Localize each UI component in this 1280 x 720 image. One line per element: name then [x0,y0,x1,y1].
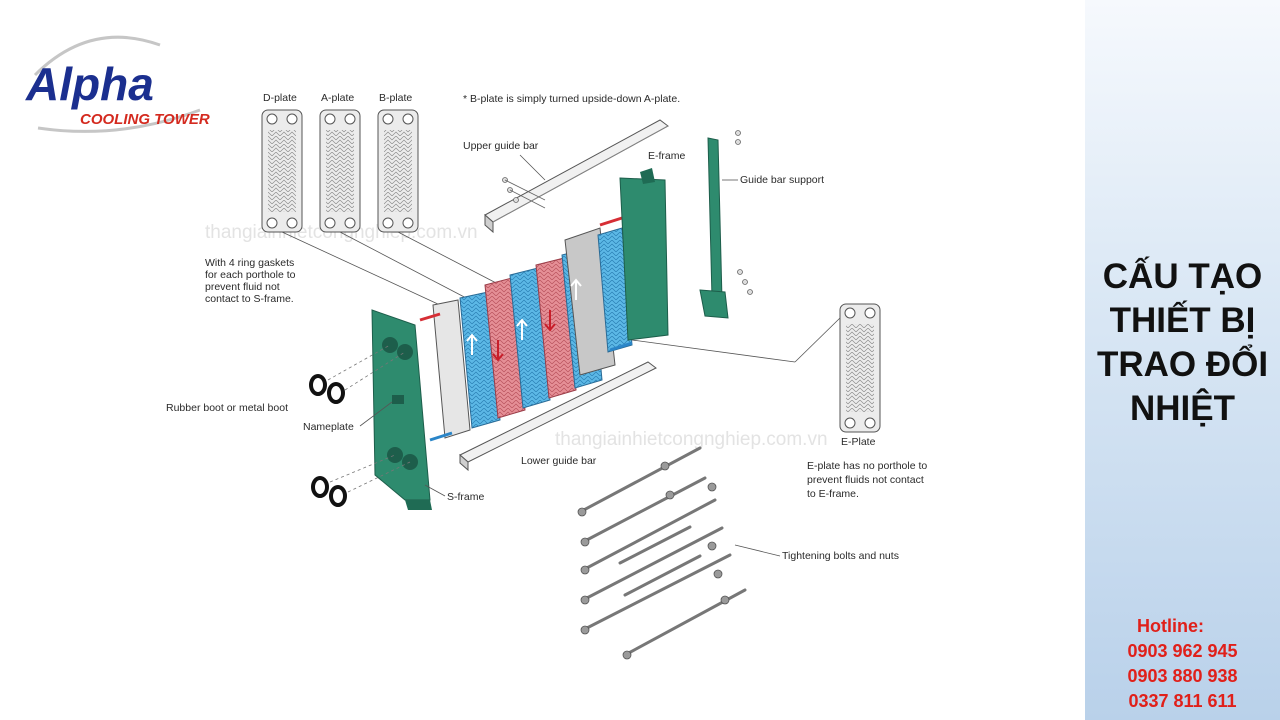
plate-pack [419,216,633,442]
e-plate-note-line2: prevent fluids not contact [807,474,924,486]
title-line-3: TRAO ĐỔI [1096,345,1269,384]
slide-title: CẤU TẠO THIẾT BỊ TRAO ĐỔI NHIỆT [1085,255,1280,431]
side-panel: CẤU TẠO THIẾT BỊ TRAO ĐỔI NHIỆT Hotline:… [1085,0,1280,720]
logo-main-text: Alpha [25,58,154,110]
label-tightening-bolts: Tightening bolts and nuts [782,550,899,562]
heat-exchanger-diagram: Alpha COOLING TOWER thangiainhietcongngh… [25,35,927,660]
label-b-plate: B-plate [379,92,412,104]
title-line-2: THIẾT BỊ [1109,301,1256,340]
label-lower-guide-bar: Lower guide bar [521,455,597,467]
hotline-block: Hotline: 0903 962 945 0903 880 938 0337 … [1085,614,1280,714]
label-e-plate: E-Plate [841,436,876,448]
watermark-bottom: thangiainhietcongnghiep.com.vn [555,429,828,450]
plate-b [377,109,419,233]
label-d-plate: D-plate [263,92,297,104]
title-line-4: NHIỆT [1130,389,1235,428]
lower-guide-bar [459,361,657,472]
label-a-plate: A-plate [321,92,354,104]
plate-d [261,109,303,233]
hotline-number-2[interactable]: 0903 880 938 [1127,666,1238,686]
e-frame [619,168,669,341]
hotline-number-1[interactable]: 0903 962 945 [1127,641,1238,661]
label-e-frame: E-frame [648,150,686,162]
label-s-frame: S-frame [447,491,485,503]
e-plate-note-line3: to E-frame. [807,488,859,500]
tightening-bolts [578,446,747,657]
label-upper-guide-bar: Upper guide bar [463,140,539,152]
gasket-note-line2: for each porthole to [205,269,296,281]
gasket-note-line1: With 4 ring gaskets [205,257,294,269]
label-nameplate: Nameplate [303,421,354,433]
label-b-plate-note: * B-plate is simply turned upside-down A… [463,93,680,105]
hotline-label: Hotline: [1137,616,1204,636]
e-plate [839,303,881,433]
e-plate-note-line1: E-plate has no porthole to [807,460,927,472]
gasket-note-line3: prevent fluid not [205,281,280,293]
upper-bolt-set [502,177,546,209]
s-frame [371,309,432,510]
label-guide-bar-support: Guide bar support [740,174,824,186]
plate-a [319,109,361,233]
hotline-number-3[interactable]: 0337 811 611 [1128,691,1237,711]
company-logo: Alpha COOLING TOWER [25,35,210,133]
gasket-note-line4: contact to S-frame. [205,293,294,305]
guide-bar-support [699,137,729,319]
label-rubber-boot: Rubber boot or metal boot [166,402,288,414]
rubber-boots [309,374,347,507]
logo-sub-text: COOLING TOWER [80,111,210,128]
title-line-1: CẤU TẠO [1102,257,1263,296]
upper-guide-bar [484,119,669,234]
